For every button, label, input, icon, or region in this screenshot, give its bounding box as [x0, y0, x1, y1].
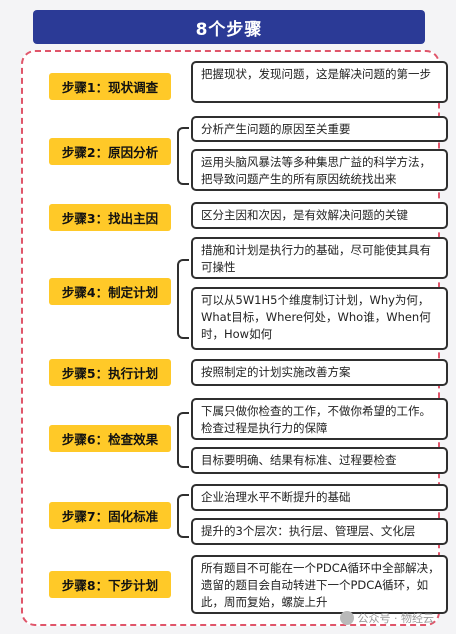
steps-frame: 步骤1：现状调查 把握现状，发现问题，这是解决问题的第一步 步骤2：原因分析 分… [21, 50, 448, 626]
step-5-box-1: 按照制定的计划实施改善方案 [191, 359, 448, 386]
step-4-box-2: 可以从5W1H5个维度制订计划，Why为何，What目标，Where何处，Who… [191, 287, 448, 350]
step-label-6: 步骤6：检查效果 [49, 425, 171, 452]
step-2-bracket [177, 127, 189, 185]
step-1-box-1: 把握现状，发现问题，这是解决问题的第一步 [191, 61, 448, 103]
step-label-2: 步骤2：原因分析 [49, 138, 171, 165]
page-title: 8个步骤 [195, 19, 263, 40]
wechat-icon [339, 611, 354, 625]
step-8-box-1: 所有题目不可能在一个PDCA循环中全部解决，遗留的题目会自动转进下一个PDCA循… [191, 555, 448, 614]
step-label-1: 步骤1：现状调查 [49, 73, 171, 100]
step-4-bracket [177, 259, 189, 339]
step-7-bracket [177, 494, 189, 538]
footer-watermark: 公众号 · 物经云 [339, 610, 435, 626]
step-6-bracket [177, 412, 189, 468]
step-6-box-1: 下属只做你检查的工作，不做你希望的工作。检查过程是执行力的保障 [191, 398, 448, 440]
title-banner: 8个步骤 [33, 10, 425, 44]
step-label-7: 步骤7：固化标准 [49, 502, 171, 529]
footer-text: 公众号 · 物经云 [357, 612, 435, 625]
step-2-box-2: 运用头脑风暴法等多种集思广益的科学方法，把导致问题产生的所有原因统统找出来 [191, 149, 448, 191]
step-6-box-2: 目标要明确、结果有标准、过程要检查 [191, 447, 448, 474]
step-label-5: 步骤5：执行计划 [49, 359, 171, 386]
step-label-4: 步骤4：制定计划 [49, 278, 171, 305]
step-4-box-1: 措施和计划是执行力的基础，尽可能使其具有可操性 [191, 237, 448, 279]
step-7-box-1: 企业治理水平不断提升的基础 [191, 484, 448, 511]
step-7-box-2: 提升的3个层次：执行层、管理层、文化层 [191, 518, 448, 545]
step-2-box-1: 分析产生问题的原因至关重要 [191, 116, 448, 142]
step-label-3: 步骤3：找出主因 [49, 204, 171, 231]
step-label-8: 步骤8：下步计划 [49, 571, 171, 598]
step-3-box-1: 区分主因和次因，是有效解决问题的关键 [191, 202, 448, 229]
